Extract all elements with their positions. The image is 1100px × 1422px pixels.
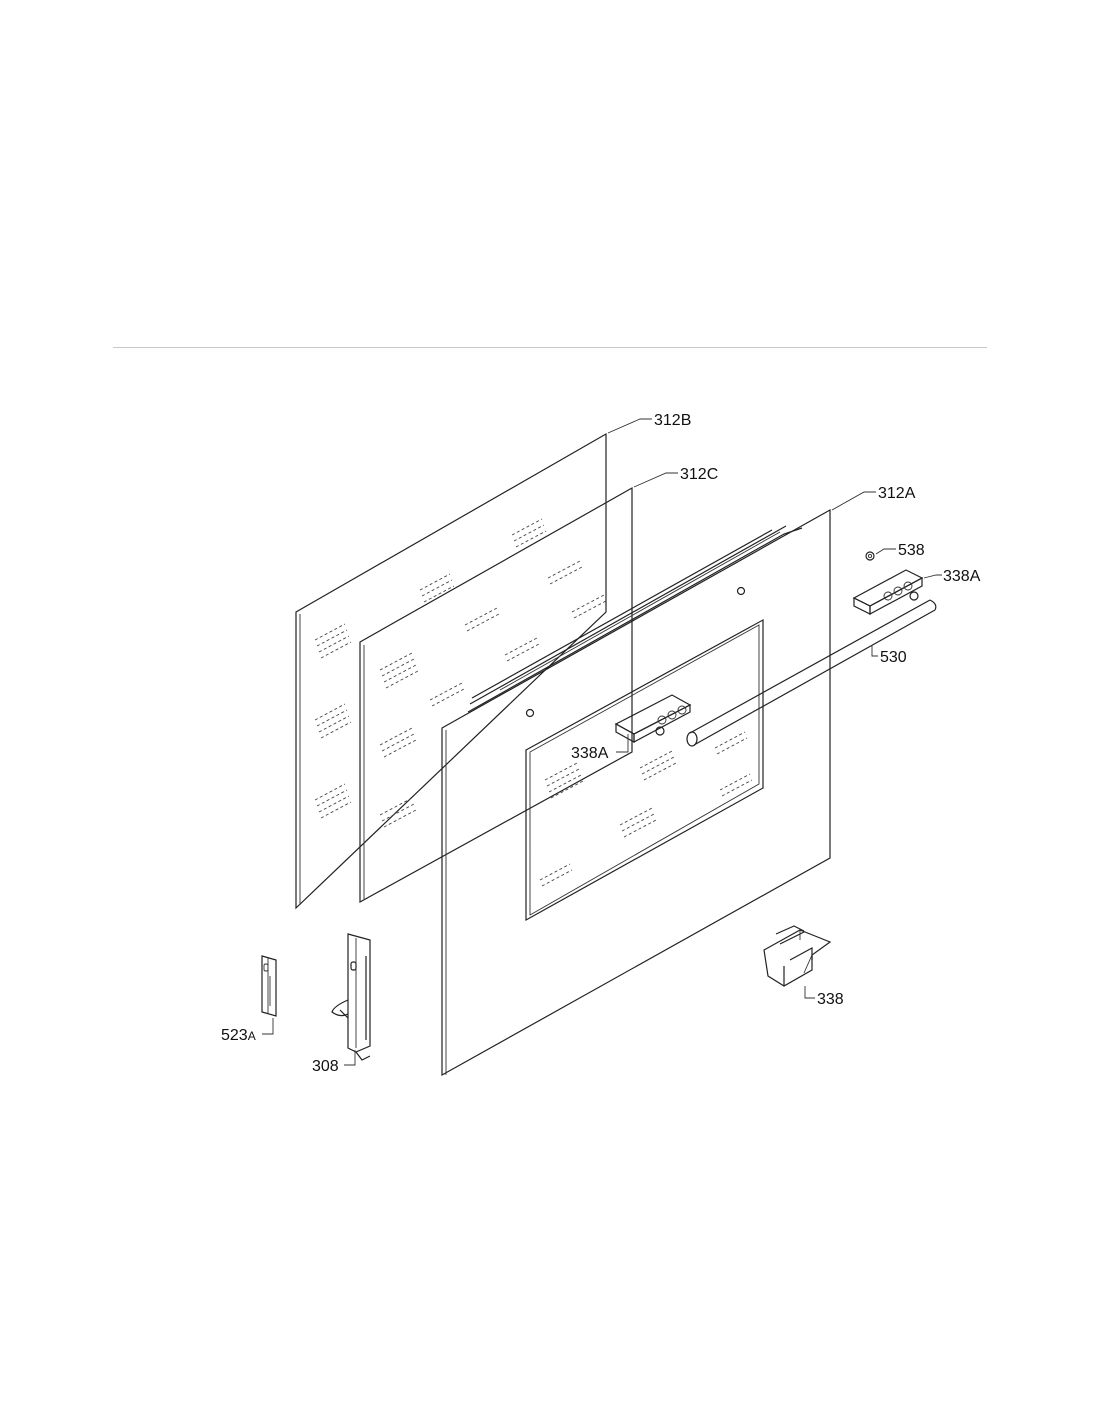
label-308: 308 bbox=[312, 1058, 339, 1075]
hinge-cover-523a bbox=[261, 955, 277, 1017]
label-338: 338 bbox=[817, 991, 844, 1008]
label-312b: 312B bbox=[654, 412, 691, 429]
leader-lines bbox=[262, 418, 942, 1066]
label-338a-left: 338A bbox=[571, 745, 609, 762]
glass-panel-312c bbox=[359, 486, 633, 904]
bracket-338a-left bbox=[614, 694, 692, 744]
label-523-suffix: A bbox=[248, 1029, 256, 1043]
handle-rod-530 bbox=[686, 599, 937, 747]
glass-panel-312b bbox=[295, 432, 607, 910]
door-front-panel-312a bbox=[441, 508, 831, 1077]
label-312c: 312C bbox=[680, 466, 718, 483]
label-338a-right: 338A bbox=[943, 568, 981, 585]
label-523: 523 bbox=[221, 1027, 248, 1044]
handle-support-338 bbox=[763, 925, 832, 987]
hinge-308 bbox=[331, 933, 371, 1061]
label-538: 538 bbox=[898, 542, 925, 559]
label-530: 530 bbox=[880, 649, 907, 666]
label-523a: 523A bbox=[221, 1027, 256, 1044]
bracket-338a-right bbox=[852, 569, 924, 616]
label-312a: 312A bbox=[878, 485, 916, 502]
screw-538 bbox=[865, 551, 875, 561]
